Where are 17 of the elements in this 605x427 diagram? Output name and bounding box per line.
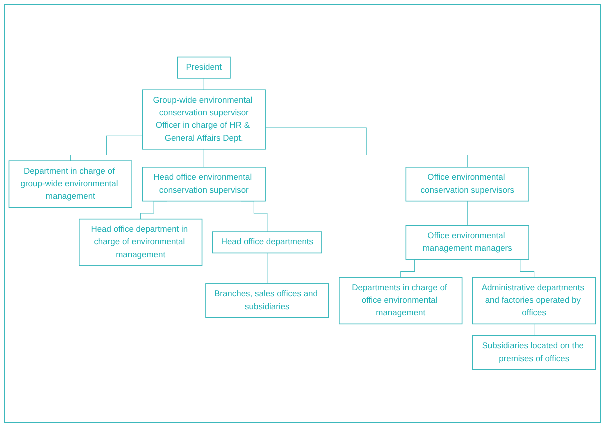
connector — [467, 201, 468, 226]
node-box: Department in charge of group-wide environmental management — [8, 160, 132, 208]
node-box: Head office departments — [212, 232, 322, 254]
connector — [265, 128, 468, 168]
node-box: Departments in charge of office environmental management — [339, 277, 463, 325]
connector — [267, 252, 268, 284]
connector — [534, 324, 535, 336]
connector — [70, 136, 143, 162]
node-box: Administrative departments and factories operated by offices — [472, 277, 596, 325]
node-box: Head office department in charge of environmental management — [79, 218, 203, 266]
node-box: Head office environmental conservation supervisor — [142, 167, 266, 202]
node-box: Office environmental management managers — [406, 225, 530, 260]
node-box: Branches, sales offices and subsidiaries — [206, 284, 330, 318]
node-box: President — [177, 56, 231, 79]
node-box: Group-wide environmental conservation supervisor Officer in charge of HR & General Affairs Dept. — [142, 90, 266, 150]
node-box: Office environmental conservation supervisors — [406, 167, 530, 202]
node-box: Subsidiaries located on the premises of offices — [472, 335, 596, 370]
